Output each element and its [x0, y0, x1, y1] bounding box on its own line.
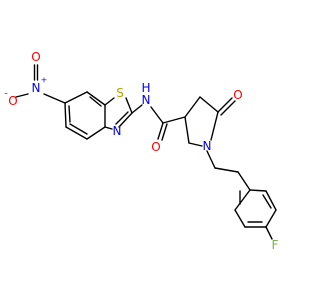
ch2-to-phenyl-bond [237, 171, 251, 191]
nitro-to-ring-bond [43, 93, 66, 104]
nitro-nitrogen-charge: + [41, 76, 48, 85]
thiazole-nitrogen-label: N [113, 124, 122, 138]
phenyl-bond-6 [249, 189, 267, 192]
nitro-oxygen-charge: - [4, 89, 8, 100]
thiazole-s-c-bond [125, 97, 133, 114]
benzo-bond-2 [86, 91, 106, 106]
ring-bond-3 [210, 111, 219, 141]
nitro-oxygen-minus-label: O [8, 94, 17, 108]
amide-hydrogen-label: H [141, 81, 150, 95]
phenyl-bond-1 [234, 189, 251, 211]
benzo-bond-6 [64, 102, 67, 128]
ring-bond-4 [188, 142, 203, 147]
benzo-bond-5 [65, 126, 88, 140]
fluorine-label: F [272, 238, 279, 252]
nitro-oxygen-top-label: O [31, 50, 40, 64]
ch2-ch2-bond [214, 167, 239, 173]
thiazole-to-nh-bond [131, 104, 143, 114]
lactam-c-o-bond [217, 97, 233, 113]
benzo-bond-5-inner [69, 123, 88, 135]
n-to-ch2-bond [206, 150, 216, 169]
amide-c-o-double-bond [161, 123, 168, 141]
nitro-n-o-minus-bond [15, 93, 29, 98]
amide-nitrogen-label: N [142, 93, 151, 107]
nitro-nitrogen-label: N [32, 81, 41, 95]
atom-labels: O N + O - S N N H O O N F [4, 50, 278, 252]
phenyl-bond-2 [234, 209, 246, 228]
bond-lines [15, 64, 277, 240]
thiazole-c-n-bond [118, 112, 133, 128]
nh-to-carbonyl-bond [150, 106, 164, 124]
thiazole-c-n-double-bond [115, 111, 129, 125]
lactam-c-o-double-bond [220, 100, 236, 116]
benzo-bond-2-inner [89, 96, 102, 107]
phenyl-bond-5-inner [262, 194, 272, 209]
thiazole-c-s-bond [104, 97, 115, 106]
benzo-bond-6-inner [68, 105, 71, 123]
lactam-oxygen-label: O [233, 88, 242, 102]
amide-c-o-bond [157, 122, 164, 140]
molecule-structure: O N + O - S N N H O O N F [4, 50, 278, 252]
carbonyl-to-ring-bond [162, 116, 186, 124]
thiazole-n-c-bond [104, 126, 113, 130]
molecule-drawing: O N + O - S N N H O O N F [4, 50, 278, 252]
ring-bond-5 [184, 116, 190, 144]
amide-oxygen-label: O [151, 140, 160, 154]
benzo-bond-1 [64, 91, 88, 104]
ring-bond-2 [199, 96, 219, 113]
ring-bond-1 [184, 96, 201, 118]
sulfur-label: S [116, 86, 124, 100]
phenyl-to-f-bond [265, 226, 273, 240]
phenyl-bond-5 [265, 190, 277, 211]
phenyl-bond-4 [265, 209, 277, 228]
benzo-bond-4 [86, 126, 106, 140]
ring-nitrogen-label: N [203, 139, 212, 153]
